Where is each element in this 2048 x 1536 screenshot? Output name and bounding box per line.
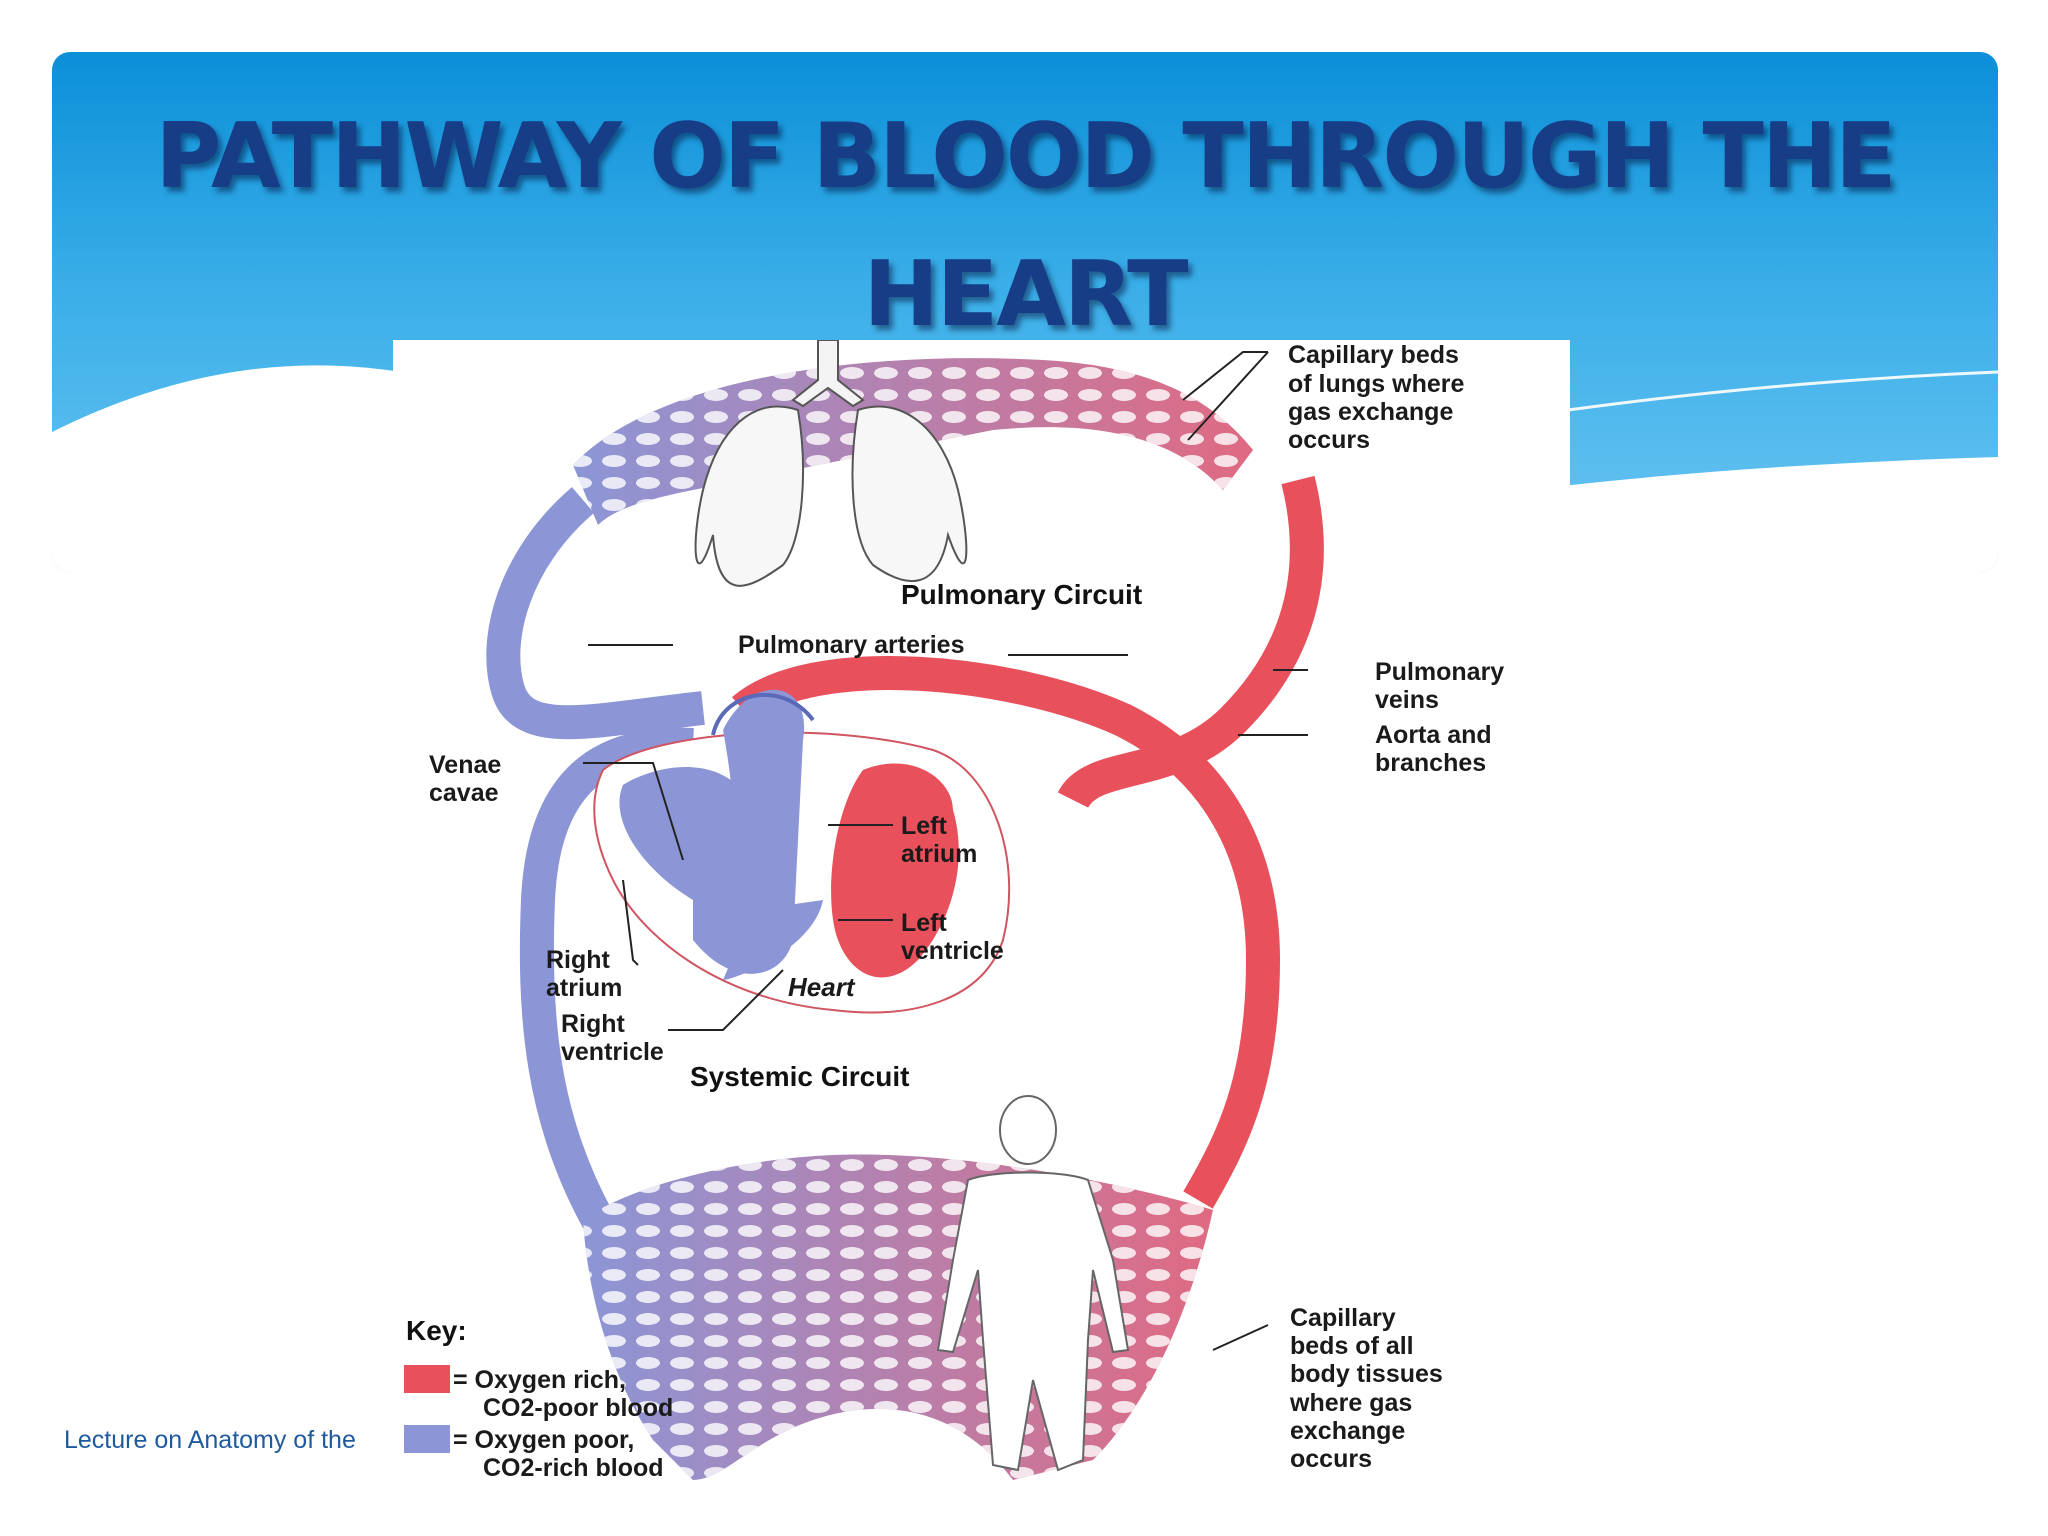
label-pulmonary-circuit: Pulmonary Circuit — [901, 579, 1142, 610]
heart-illustration — [593, 689, 1011, 1014]
human-body-silhouette — [936, 1095, 1130, 1472]
key-swatch-oxygen-poor — [404, 1425, 450, 1453]
color-key: Key: = Oxygen rich, CO2-poor blood = Oxy… — [404, 1315, 673, 1482]
label-pulmonary-arteries: Pulmonary arteries — [738, 631, 965, 659]
label-aorta-and-branches: Aorta and branches — [1375, 721, 1499, 777]
lungs-illustration — [694, 340, 968, 587]
label-capillary-body: Capillary beds of all body tissues where… — [1289, 1304, 1450, 1473]
venae-cavae — [519, 727, 694, 1229]
pulmonary-veins — [1057, 475, 1324, 810]
slide-title: PATHWAY OF BLOOD THROUGH THE HEART — [155, 104, 1896, 347]
label-right-ventricle: Right ventricle — [561, 1010, 664, 1066]
label-left-ventricle: Left ventricle — [901, 909, 1004, 965]
key-swatch-oxygen-rich — [404, 1365, 450, 1393]
blood-circulation-diagram: Capillary beds of lungs where gas exchan… — [393, 340, 1570, 1520]
label-left-atrium: Left atrium — [901, 812, 977, 868]
banner-wave-decoration — [52, 365, 1998, 572]
key-oxygen-rich: = Oxygen rich, CO2-poor blood — [453, 1366, 673, 1422]
label-capillary-lungs: Capillary beds of lungs where gas exchan… — [1288, 341, 1471, 454]
label-systemic-circuit: Systemic Circuit — [690, 1061, 909, 1092]
key-title: Key: — [406, 1315, 467, 1346]
key-oxygen-poor: = Oxygen poor, CO2-rich blood — [453, 1426, 664, 1482]
label-pulmonary-veins: Pulmonary veins — [1375, 658, 1511, 714]
aorta-and-branches — [731, 656, 1281, 1209]
pulmonary-arteries — [486, 487, 705, 740]
label-heart: Heart — [788, 972, 856, 1002]
footer-text: Lecture on Anatomy of the — [64, 1426, 356, 1454]
label-venae-cavae: Venae cavae — [429, 751, 508, 807]
leader-lines — [583, 351, 1308, 1351]
label-right-atrium: Right atrium — [546, 946, 622, 1002]
